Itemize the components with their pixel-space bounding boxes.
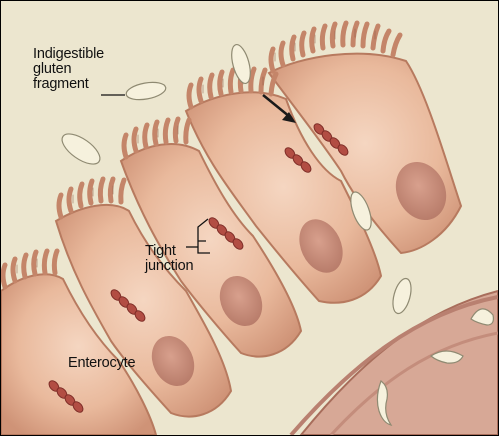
gluten-label-line1: Indigestible bbox=[33, 47, 133, 62]
tight-label-line1: Tight bbox=[145, 244, 215, 259]
enterocyte-label: Enterocyte bbox=[68, 356, 135, 371]
gluten-label-line3: fragment bbox=[33, 77, 133, 92]
gluten-label-line2: gluten bbox=[33, 62, 133, 77]
tight-junction-label: Tight junction bbox=[145, 244, 215, 274]
gluten-fragment-label: Indigestible gluten fragment bbox=[33, 47, 133, 92]
tight-label-line2: junction bbox=[145, 259, 215, 274]
